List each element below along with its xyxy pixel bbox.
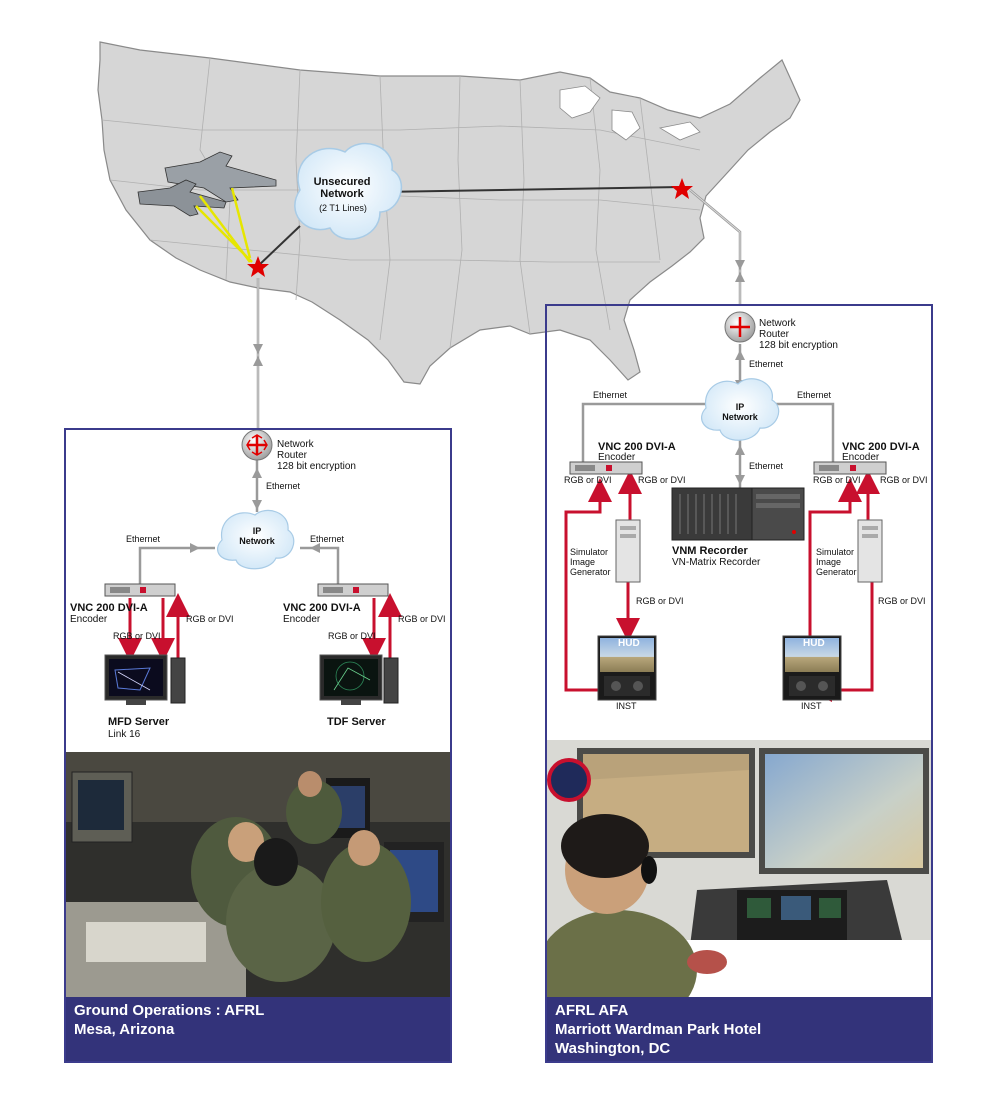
hud-label-1: HUD bbox=[618, 638, 640, 649]
left-router-title: Network bbox=[277, 439, 314, 450]
mfd-server-sub: Link 16 bbox=[108, 729, 141, 740]
left-encoder2-title: VNC 200 DVI-A bbox=[283, 602, 361, 614]
right-router-title: Network bbox=[759, 318, 796, 329]
server-tower-icon bbox=[857, 519, 883, 583]
left-encoder1-title: VNC 200 DVI-A bbox=[70, 602, 148, 614]
left-ethernet-top: Ethernet bbox=[266, 481, 301, 491]
right-ethernet-right: Ethernet bbox=[797, 390, 832, 400]
afa-hotel-caption: AFRL AFA Marriott Wardman Park Hotel Was… bbox=[547, 997, 931, 1061]
state-borders bbox=[101, 57, 701, 349]
network-router-icon bbox=[241, 429, 273, 461]
ip-network-cloud bbox=[701, 378, 780, 441]
left-caption-line1: Ground Operations : AFRL bbox=[74, 1002, 265, 1019]
link-arrows bbox=[253, 260, 745, 366]
right-caption-line2: Marriott Wardman Park Hotel bbox=[555, 1021, 762, 1038]
ip-network-cloud bbox=[217, 509, 295, 570]
right-ethernet-left: Ethernet bbox=[593, 390, 628, 400]
left-rgb-dvi-2: RGB or DVI bbox=[113, 631, 161, 641]
right-rgb-dvi-5: RGB or DVI bbox=[636, 596, 684, 606]
left-encoder2-sub: Encoder bbox=[283, 614, 321, 625]
tdf-server-title: TDF Server bbox=[327, 716, 386, 728]
network-router-icon bbox=[724, 311, 756, 343]
recorder-device-icon bbox=[671, 487, 805, 541]
left-ethernet-left: Ethernet bbox=[126, 534, 161, 544]
left-rgb-dvi-3: RGB or DVI bbox=[398, 614, 446, 624]
right-router-sub2: 128 bit encryption bbox=[759, 340, 838, 351]
right-rgb-dvi-2: RGB or DVI bbox=[638, 475, 686, 485]
right-encoder2-sub: Encoder bbox=[842, 452, 880, 463]
encoder-device-icon bbox=[813, 461, 887, 475]
hud-display-icon bbox=[597, 635, 657, 701]
right-ip-network: IP Network bbox=[722, 402, 758, 422]
encoder-device-icon bbox=[317, 583, 389, 597]
left-router-sub1: Router bbox=[277, 450, 308, 461]
great-lakes bbox=[559, 85, 701, 141]
ground-operations-caption: Ground Operations : AFRL Mesa, Arizona bbox=[66, 997, 450, 1061]
right-ethernet-top: Ethernet bbox=[749, 359, 784, 369]
left-rgb-dvi-4: RGB or DVI bbox=[328, 631, 376, 641]
ground-operations-panel bbox=[64, 428, 452, 1063]
encoder-device-icon bbox=[569, 461, 643, 475]
site-star-icon bbox=[671, 178, 693, 199]
right-rgb-dvi-4: RGB or DVI bbox=[880, 475, 928, 485]
right-rgb-dvi-3: RGB or DVI bbox=[813, 475, 861, 485]
unsecured-network-cloud bbox=[294, 142, 403, 240]
recorder-title: VNM Recorder bbox=[672, 545, 748, 557]
right-rgb-dvi-1: RGB or DVI bbox=[564, 475, 612, 485]
fighter-jet-icon bbox=[137, 151, 277, 217]
left-ethernet-right: Ethernet bbox=[310, 534, 345, 544]
left-encoder1-sub: Encoder bbox=[70, 614, 108, 625]
right-simulator-label-1: Simulator Image Generator bbox=[570, 547, 611, 577]
left-rgb-dvi-1: RGB or DVI bbox=[186, 614, 234, 624]
inst-label-2: INST bbox=[801, 701, 822, 711]
right-encoder1-title: VNC 200 DVI-A bbox=[598, 441, 676, 453]
ground-operations-photo bbox=[66, 752, 450, 997]
right-caption-line1: AFRL AFA bbox=[555, 1002, 629, 1019]
tdf-monitor-icon bbox=[319, 654, 399, 705]
hud-label-2: HUD bbox=[803, 638, 825, 649]
right-rgb-dvi-6: RGB or DVI bbox=[878, 596, 926, 606]
right-simulator-label-2: Simulator Image Generator bbox=[816, 547, 857, 577]
left-router-sub2: 128 bit encryption bbox=[277, 461, 356, 472]
right-encoder2-title: VNC 200 DVI-A bbox=[842, 441, 920, 453]
server-tower-icon bbox=[615, 519, 641, 583]
mfd-server-title: MFD Server bbox=[108, 716, 170, 728]
us-map bbox=[97, 41, 801, 385]
unsecured-network-sub: (2 T1 Lines) bbox=[319, 203, 367, 213]
right-router-sub1: Router bbox=[759, 329, 790, 340]
unsecured-network-title: Unsecured Network bbox=[313, 176, 371, 201]
left-ip-network: IP Network bbox=[239, 526, 275, 546]
right-ethernet-mid: Ethernet bbox=[749, 461, 784, 471]
hud-display-icon bbox=[782, 635, 842, 701]
afa-simulator-photo bbox=[547, 740, 931, 997]
mfd-monitor-icon bbox=[104, 654, 186, 705]
datalink-lines bbox=[195, 187, 253, 263]
recorder-sub: VN-Matrix Recorder bbox=[672, 557, 761, 568]
encoder-device-icon bbox=[104, 583, 176, 597]
inst-label-1: INST bbox=[616, 701, 637, 711]
left-caption-line2: Mesa, Arizona bbox=[74, 1021, 175, 1038]
right-caption-line3: Washington, DC bbox=[555, 1040, 671, 1057]
site-star-icon bbox=[247, 256, 269, 277]
wan-links bbox=[257, 186, 683, 267]
afa-hotel-panel bbox=[545, 304, 933, 1063]
right-encoder1-sub: Encoder bbox=[598, 452, 636, 463]
